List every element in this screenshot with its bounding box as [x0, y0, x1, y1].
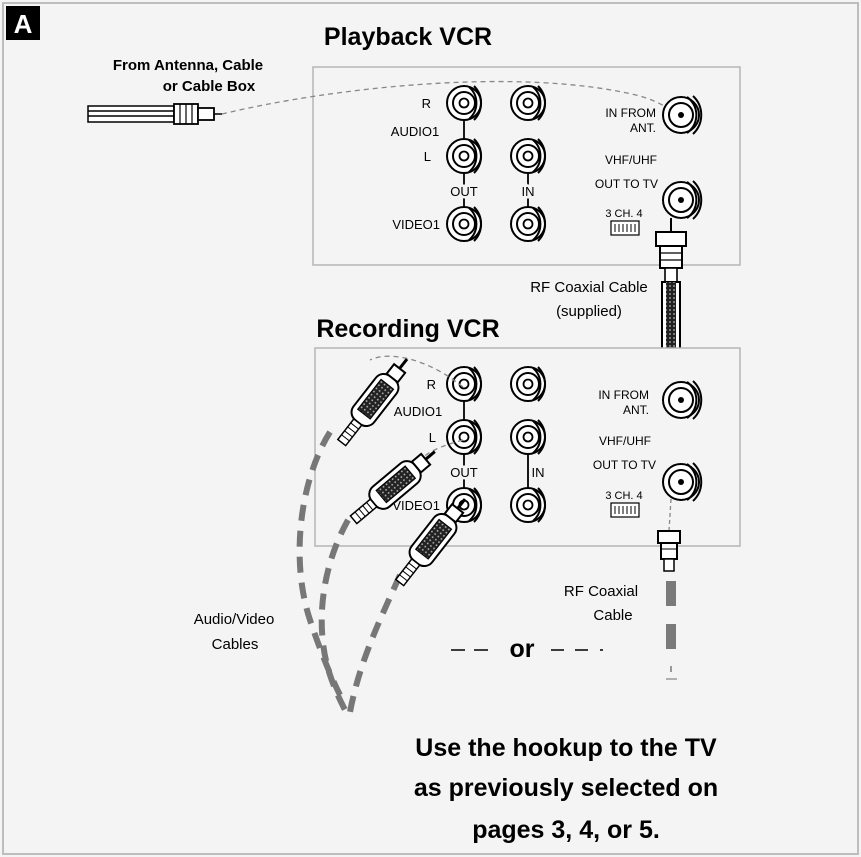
pb-video-in-jack[interactable]	[510, 206, 547, 242]
footer-line2: as previously selected on	[414, 774, 718, 802]
antenna-source-cable	[87, 103, 222, 125]
antenna-wire-dashed	[221, 80, 679, 117]
pb-channel-switch[interactable]	[610, 220, 640, 236]
source-label-line1: From Antenna, Cable	[113, 57, 263, 74]
rec-audio-r-out-jack[interactable]	[446, 366, 483, 402]
rec-label-out: OUT	[450, 465, 478, 480]
rec-label-video: VIDEO1	[392, 498, 440, 513]
pb-label-video: VIDEO1	[392, 217, 440, 232]
rf-out-label-line1: RF Coaxial	[564, 583, 638, 600]
footer-line3: pages 3, 4, or 5.	[472, 816, 660, 844]
recording-vcr-title: Recording VCR	[316, 315, 499, 343]
rec-label-channel: 3 CH. 4	[605, 490, 642, 502]
rec-label-r: R	[427, 377, 436, 392]
pb-label-vhf: VHF/UHF	[605, 153, 657, 167]
rec-label-audio: AUDIO1	[394, 404, 442, 419]
rf-coaxial-cable-to-tv	[657, 498, 681, 680]
pb-audio-l-in-jack[interactable]	[510, 138, 547, 174]
rec-label-out-to-tv: OUT TO TV	[593, 458, 656, 472]
rec-channel-switch[interactable]	[610, 502, 640, 518]
pb-video-out-jack[interactable]	[446, 206, 483, 242]
badge-letter: A	[14, 9, 33, 39]
pb-label-out-to-tv: OUT TO TV	[595, 177, 658, 191]
rec-audio-r-in-jack[interactable]	[510, 366, 547, 402]
rec-audio-l-out-jack[interactable]	[446, 419, 483, 455]
pb-label-l: L	[424, 149, 431, 164]
rec-label-vhf: VHF/UHF	[599, 434, 651, 448]
pb-label-channel: 3 CH. 4	[605, 208, 642, 220]
pb-label-in: IN	[522, 184, 535, 199]
pb-audio-r-out-jack[interactable]	[446, 85, 483, 121]
footer-line1: Use the hookup to the TV	[415, 734, 717, 762]
rec-audio-l-in-jack[interactable]	[510, 419, 547, 455]
rec-label-l: L	[429, 430, 436, 445]
or-label: or	[510, 635, 535, 663]
pb-audio-l-out-jack[interactable]	[446, 138, 483, 174]
pb-label-audio: AUDIO1	[391, 124, 439, 139]
pb-label-r: R	[422, 96, 431, 111]
badge-box	[6, 6, 40, 40]
playback-vcr-title: Playback VCR	[324, 23, 492, 51]
av-label-line1: Audio/Video	[194, 611, 275, 628]
pb-audio-r-in-jack[interactable]	[510, 85, 547, 121]
rf-supplied-label-line1: RF Coaxial Cable	[530, 279, 648, 296]
rec-label-in-from: IN FROM	[598, 388, 649, 402]
pb-label-out: OUT	[450, 184, 478, 199]
av-label-line2: Cables	[212, 636, 259, 653]
rec-video-in-jack[interactable]	[510, 487, 547, 523]
rf-out-label-line2: Cable	[593, 607, 632, 624]
audio-video-cables	[296, 349, 477, 714]
pb-label-ant: ANT.	[630, 121, 656, 135]
rec-label-ant: ANT.	[623, 403, 649, 417]
rec-label-in: IN	[532, 465, 545, 480]
source-label-line2: or Cable Box	[163, 78, 256, 95]
rf-supplied-label-line2: (supplied)	[556, 303, 622, 320]
pb-label-in-from: IN FROM	[605, 106, 656, 120]
